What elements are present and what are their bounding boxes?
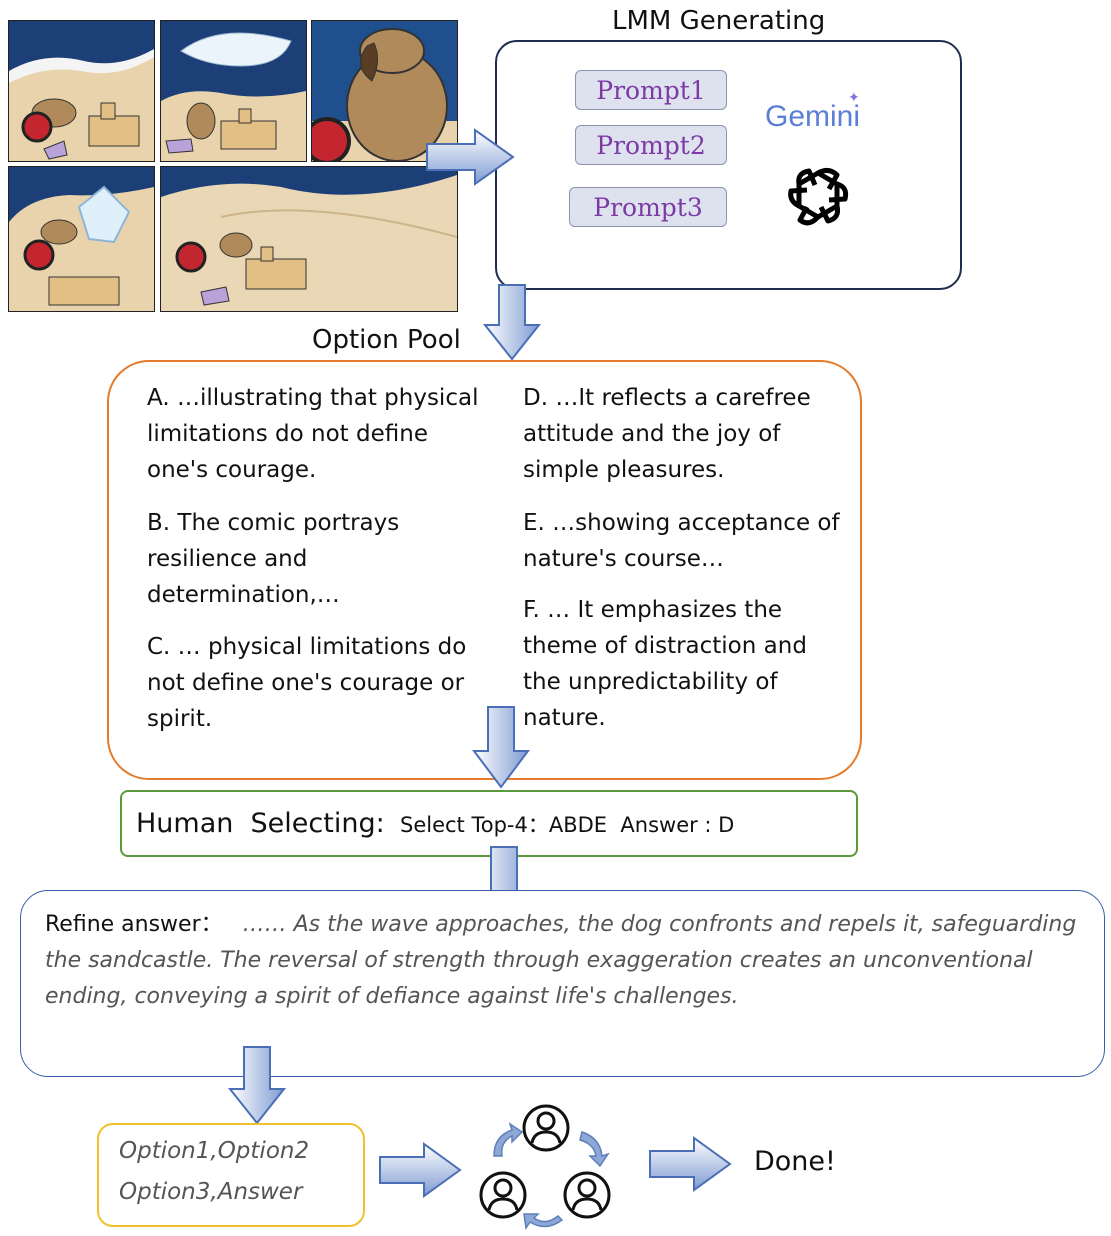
comic-panel-5-art xyxy=(161,167,457,311)
option-c: C. … physical limitations do not define … xyxy=(147,634,467,732)
lmm-box: Prompt1 Prompt2 Prompt3 Gemini ✦ xyxy=(495,40,962,290)
final-options-line-1: Option1,Option2 xyxy=(119,1138,310,1164)
arrow-comic-to-lmm xyxy=(426,128,515,186)
final-options-box: Option1,Option2 Option3,Answer xyxy=(97,1123,365,1227)
arrow-options-to-human xyxy=(472,706,530,789)
gemini-logo: Gemini ✦ xyxy=(765,90,861,134)
prompt-1: Prompt1 xyxy=(575,70,727,110)
refine-answer-box: Refine answer：…… As the wave approaches,… xyxy=(20,890,1105,1077)
comic-panel-1 xyxy=(8,20,155,162)
refine-answer-label: Refine answer： xyxy=(45,912,223,937)
human-selecting-detail: Select Top-4：ABDE Answer : D xyxy=(400,813,735,837)
arrow-review-to-done xyxy=(649,1136,732,1192)
option-b: B. The comic portrays resilience and det… xyxy=(147,510,400,608)
cycle-arrows-icon xyxy=(493,1122,610,1231)
refine-answer-text: …… As the wave approaches, the dog confr… xyxy=(45,912,1077,1009)
human-selecting-box: Human Selecting: Select Top-4：ABDE Answe… xyxy=(120,790,858,857)
reviewer-left-icon xyxy=(479,1171,527,1219)
reviewer-right-icon xyxy=(563,1171,611,1219)
comic-panel-4 xyxy=(8,166,155,312)
comic-panel-1-art xyxy=(9,21,154,161)
done-label: Done! xyxy=(754,1146,836,1177)
option-f: F. … It emphasizes the theme of distract… xyxy=(523,597,807,731)
openai-logo-icon xyxy=(788,167,849,226)
reviewer-cycle xyxy=(470,1088,620,1232)
option-a: A. …illustrating that physical limitatio… xyxy=(147,385,479,483)
comic-panel-4-art xyxy=(9,167,154,311)
reviewer-top-icon xyxy=(522,1104,570,1152)
arrow-lmm-to-options xyxy=(483,284,541,361)
option-e: E. …showing acceptance of nature's cours… xyxy=(523,510,840,572)
arrow-final-to-review xyxy=(379,1142,462,1198)
comic-panel-3 xyxy=(311,20,458,162)
comic-panel-5 xyxy=(160,166,458,312)
option-pool-title: Option Pool xyxy=(312,325,461,355)
human-selecting-label: Human Selecting: xyxy=(136,808,385,839)
refine-answer-content: Refine answer：…… As the wave approaches,… xyxy=(45,907,1085,1015)
prompt-2: Prompt2 xyxy=(575,125,727,165)
comic-panel-3-art xyxy=(312,21,457,161)
final-options-line-2: Option3,Answer xyxy=(119,1179,303,1205)
option-pool-box: A. …illustrating that physical limitatio… xyxy=(107,360,862,780)
lmm-title: LMM Generating xyxy=(612,6,826,36)
gemini-label: Gemini xyxy=(765,100,861,133)
option-d: D. …It reflects a carefree attitude and … xyxy=(523,385,811,483)
comic-panel-2-art xyxy=(161,21,306,161)
arrow-refine-to-final xyxy=(227,1046,287,1125)
gemini-sparkle-icon: ✦ xyxy=(848,90,860,106)
comic-panel-2 xyxy=(160,20,307,162)
prompt-3: Prompt3 xyxy=(569,187,727,227)
